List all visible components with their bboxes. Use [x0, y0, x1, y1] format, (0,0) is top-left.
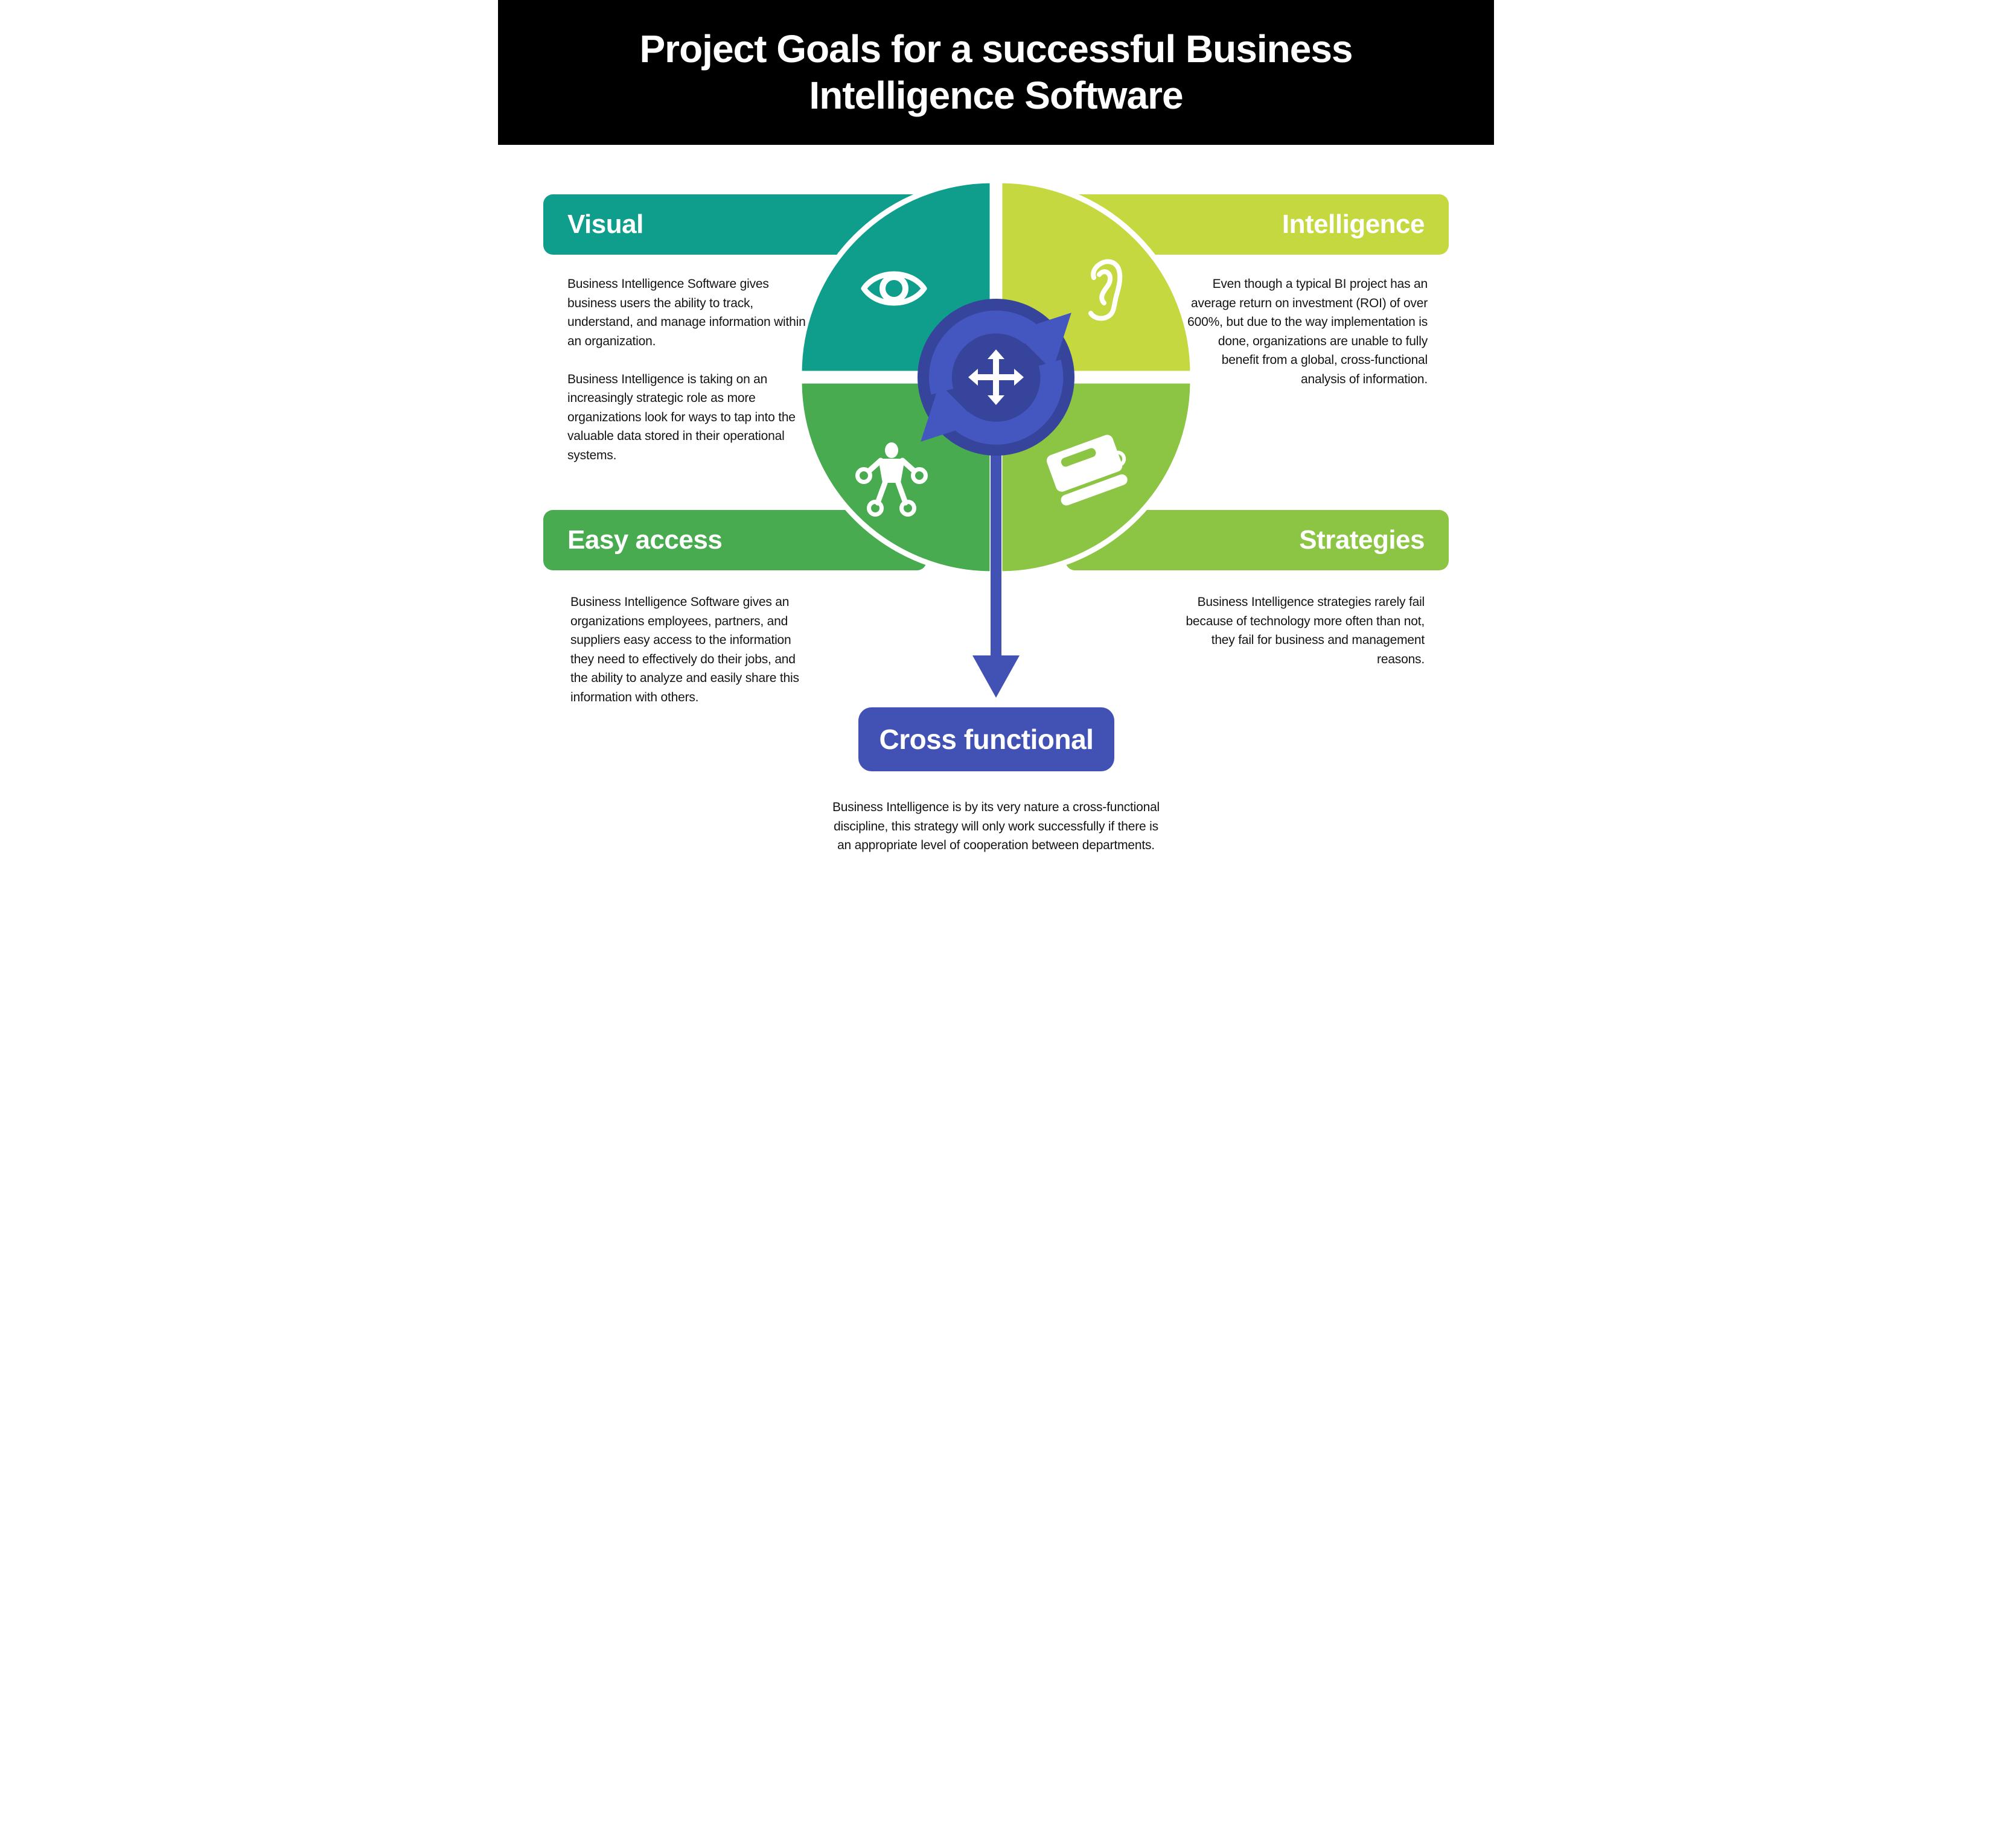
ear-icon [1088, 259, 1123, 321]
person-icon [855, 442, 928, 517]
section-label-visual-text: Visual [567, 209, 643, 239]
eye-icon [861, 271, 927, 306]
cross-functional-label: Cross functional [879, 724, 1094, 755]
move-cross-icon [968, 349, 1024, 405]
visual-bar [543, 194, 927, 255]
page-title-line2: Intelligence Software [809, 74, 1183, 117]
sync-arrows-icon [921, 310, 1071, 445]
easy-access-bar [543, 510, 927, 570]
section-text-easy-access: Business Intelligence Software gives an … [570, 595, 799, 704]
section-label-easy-access: Easy access [543, 510, 927, 570]
infographic-art [543, 177, 1449, 698]
section-text-strategies: Business Intelligence strategies rarely … [1186, 595, 1425, 666]
cross-functional-badge: Cross functional [858, 707, 1114, 771]
page-title-line1: Project Goals for a successful Business [639, 27, 1353, 71]
section-label-easy-access-text: Easy access [567, 525, 723, 555]
header: Project Goals for a successful Business … [498, 0, 1494, 145]
infographic-canvas: Project Goals for a successful Business … [498, 0, 1494, 924]
section-label-strategies: Strategies [1065, 510, 1449, 570]
section-text-cross-functional: Business Intelligence is by its very nat… [832, 800, 1160, 852]
section-label-strategies-text: Strategies [1299, 525, 1425, 555]
intelligence-bar [1065, 194, 1449, 255]
section-label-intelligence: Intelligence [1065, 194, 1449, 255]
book-icon [1046, 435, 1128, 506]
section-label-intelligence-text: Intelligence [1282, 209, 1425, 239]
section-text-intelligence: Even though a typical BI project has an … [1187, 277, 1428, 386]
section-label-visual: Visual [543, 194, 927, 255]
section-text-visual: Business Intelligence Software gives bus… [567, 277, 806, 462]
strategies-bar [1065, 510, 1449, 570]
page-title: Project Goals for a successful Business … [639, 26, 1353, 119]
